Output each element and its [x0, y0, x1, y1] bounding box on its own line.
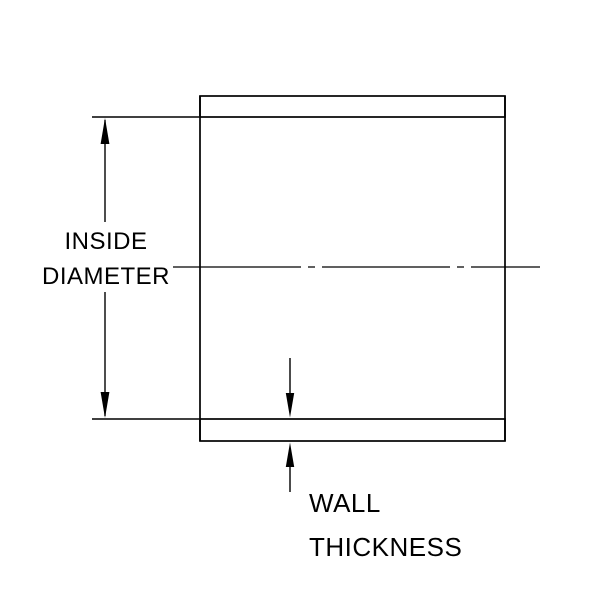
wall-thickness-callout: WALL THICKNESS: [285, 358, 462, 562]
tube-wall-top-hatch: [199, 95, 506, 118]
arrow-up-to-wall-icon: [285, 442, 295, 467]
arrow-up-icon: [100, 118, 110, 144]
arrow-down-to-wall-icon: [285, 393, 295, 418]
wall-thickness-label-line2: THICKNESS: [309, 532, 462, 562]
wall-thickness-label-line1: WALL: [309, 488, 381, 518]
tube-body: [199, 95, 506, 442]
tube-wall-bottom-hatch: [199, 418, 506, 442]
inside-diameter-label-line2: DIAMETER: [42, 263, 170, 290]
arrow-down-icon: [100, 392, 110, 418]
inside-diameter-dimension: INSIDE DIAMETER: [42, 116, 199, 420]
inside-diameter-label-line1: INSIDE: [64, 228, 147, 255]
